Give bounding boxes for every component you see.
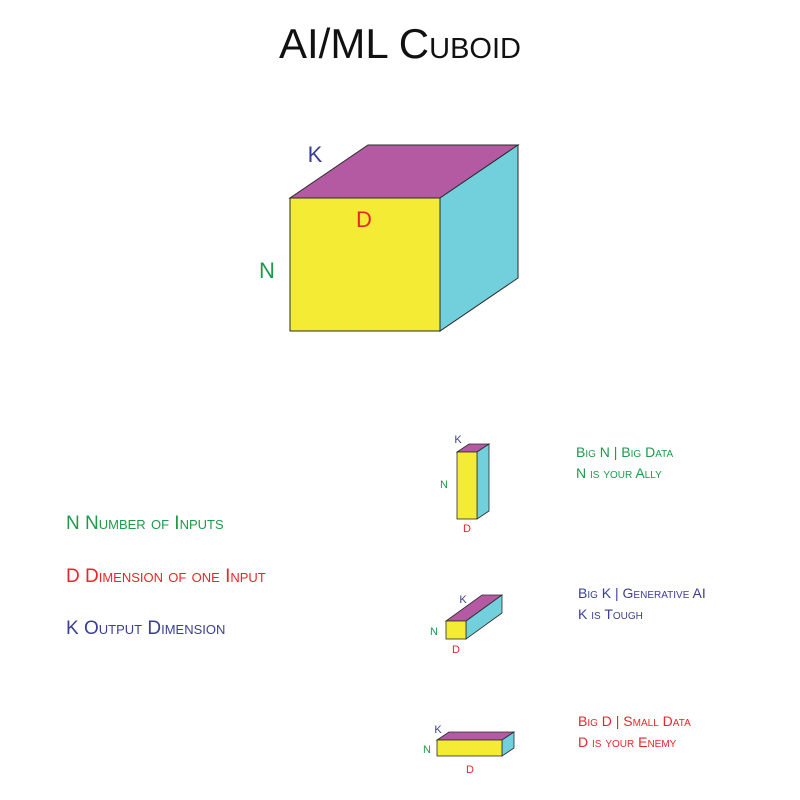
case-big-n-line1: Big N | Big Data [576,444,673,460]
case-big-n: K N D Big N | Big Data N is your Ally [440,434,673,535]
case-big-d-n-label: N [423,744,431,756]
main-k-label: K [308,142,323,167]
legend-item-k: K Output Dimension [66,618,225,639]
legend-item-d: D Dimension of one Input [66,566,266,587]
case-big-k-k-label: K [459,594,467,606]
case-big-k-n-label: N [430,626,438,638]
case-big-k-d-label: D [452,644,460,656]
case-big-d: K N D Big D | Small Data D is your Enemy [423,713,691,776]
case-big-k-front-face [445,620,467,640]
case-big-n-k-label: K [454,434,462,446]
case-big-d-d-label: D [466,764,474,776]
case-big-d-top-face [435,731,516,741]
case-big-n-side-face [476,443,490,520]
main-d-label: D [356,207,372,232]
legend-n-text: Number of Inputs [85,513,224,534]
case-big-k-line2: K is Tough [578,606,643,622]
case-big-n-front-face [456,451,478,520]
case-big-n-line2: N is your Ally [576,465,662,481]
legend-d-text: Dimension of one Input [85,566,266,587]
legend-k-text: Output Dimension [84,618,225,639]
case-big-d-k-label: K [434,724,442,736]
case-big-k-line1: Big K | Generative AI [578,585,706,601]
legend-item-n: N Number of Inputs [66,513,224,534]
case-big-d-line2: D is your Enemy [578,734,677,750]
main-n-label: N [259,258,275,283]
legend-d-letter: D [66,566,80,587]
case-big-k: K N D Big K | Generative AI K is Tough [430,585,706,656]
case-big-n-d-label: D [463,523,471,535]
case-big-n-n-label: N [440,479,448,491]
main-cuboid-front-face [289,197,441,332]
main-cuboid: K D N [259,142,520,332]
case-big-d-line1: Big D | Small Data [578,713,691,729]
case-big-d-front-face [436,739,503,757]
page-title: AI/ML Cuboid [279,20,521,67]
legend: N Number of Inputs D Dimension of one In… [66,513,266,639]
legend-k-letter: K [66,618,79,639]
legend-n-letter: N [66,513,80,534]
